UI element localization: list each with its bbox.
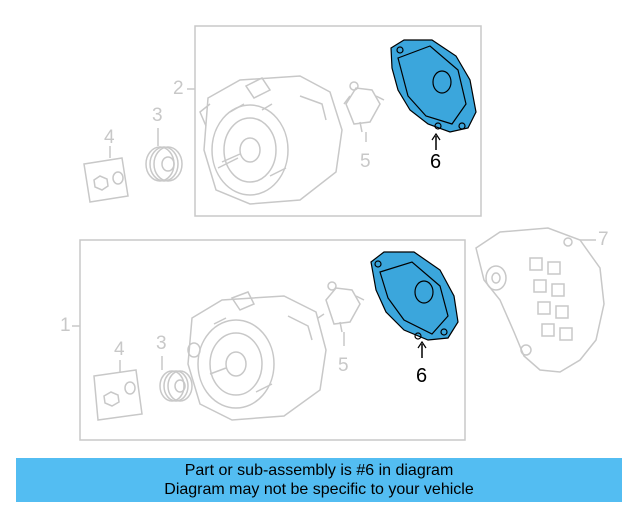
mounting-bracket — [475, 227, 605, 373]
alternator-bottom — [187, 291, 327, 421]
info-banner: Part or sub-assembly is #6 in diagram Di… — [16, 458, 622, 502]
pulley-bottom — [159, 342, 201, 402]
callout-5-bottom: 5 — [338, 355, 349, 376]
banner-line-part: Part or sub-assembly is #6 in diagram — [184, 462, 454, 479]
alternator-top — [199, 75, 343, 205]
banner-line-disclaimer: Diagram may not be specific to your vehi… — [164, 481, 474, 498]
pulley-top — [145, 128, 183, 182]
callout-6-top: 6 — [430, 151, 442, 173]
rear-cover-bottom — [370, 251, 459, 358]
nut-kit-top — [83, 146, 129, 203]
callout-1: 1 — [60, 315, 71, 336]
callout-3-top: 3 — [152, 105, 163, 126]
regulator-bottom — [317, 281, 365, 346]
assembly-box-bottom — [79, 239, 466, 441]
callout-3-bottom: 3 — [156, 333, 167, 354]
nut-kit-bottom — [93, 360, 143, 421]
parts-diagram — [72, 25, 605, 441]
callout-4-bottom: 4 — [114, 339, 125, 360]
regulator-top — [343, 81, 385, 142]
callout-6-bottom: 6 — [416, 365, 428, 387]
callout-7: 7 — [598, 229, 609, 250]
callout-2: 2 — [173, 78, 184, 99]
assembly-box-top — [194, 25, 482, 217]
rear-cover-top — [390, 39, 477, 150]
callout-4-top: 4 — [104, 127, 115, 148]
callout-5-top: 5 — [360, 151, 371, 172]
